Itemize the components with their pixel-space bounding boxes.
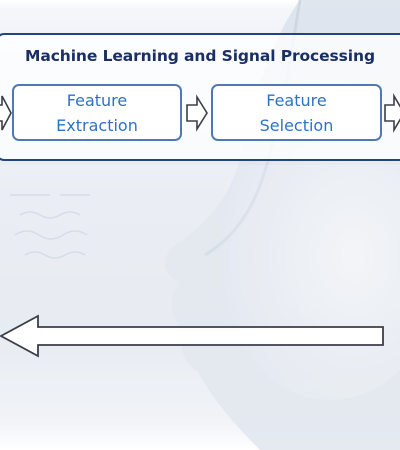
block-arrow-right-icon bbox=[384, 93, 400, 133]
panel-title: Machine Learning and Signal Processing bbox=[25, 47, 375, 65]
block-arrow-left-icon bbox=[0, 314, 384, 358]
feature-selection-box: Feature Selection bbox=[211, 84, 382, 141]
stage-label-line1: Feature bbox=[266, 90, 327, 110]
stage-label-line2: Selection bbox=[259, 115, 334, 135]
stage-label-line1: Feature bbox=[66, 90, 128, 110]
block-arrow-right-icon bbox=[186, 94, 208, 132]
feature-extraction-box: Feature Extraction bbox=[12, 84, 182, 141]
stage-label-line2: Extraction bbox=[56, 115, 138, 135]
block-arrow-right-icon bbox=[0, 95, 12, 131]
